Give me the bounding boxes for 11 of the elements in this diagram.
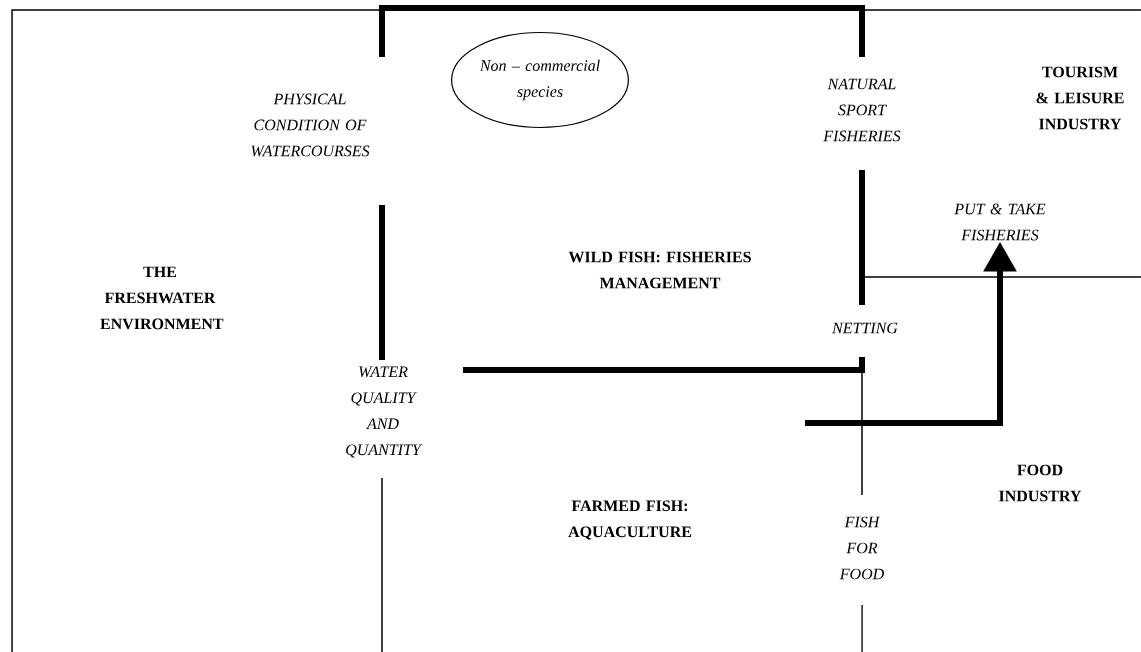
- flow-label: NETTING: [832, 322, 898, 334]
- sector-label: THE FRESHWATER ENVIRONMENT: [100, 266, 224, 330]
- sector-label: FOOD INDUSTRY: [999, 464, 1082, 502]
- sector-label: TOURISM & LEISURE INDUSTRY: [1036, 66, 1124, 130]
- flow-label: PHYSICAL CONDITION OF WATERCOURSES: [251, 93, 370, 157]
- sector-label: FARMED FISH: AQUACULTURE: [568, 500, 692, 540]
- flow-label: FISH FOR FOOD: [839, 516, 884, 580]
- sector-label: WILD FISH: FISHERIES MANAGEMENT: [568, 251, 751, 289]
- flow-label: NATURAL SPORT FISHERIES: [823, 78, 901, 142]
- fishery-label: PUT & TAKE FISHERIES: [954, 203, 1046, 241]
- flow-label: WATER QUALITY AND QUANTITY: [346, 366, 423, 458]
